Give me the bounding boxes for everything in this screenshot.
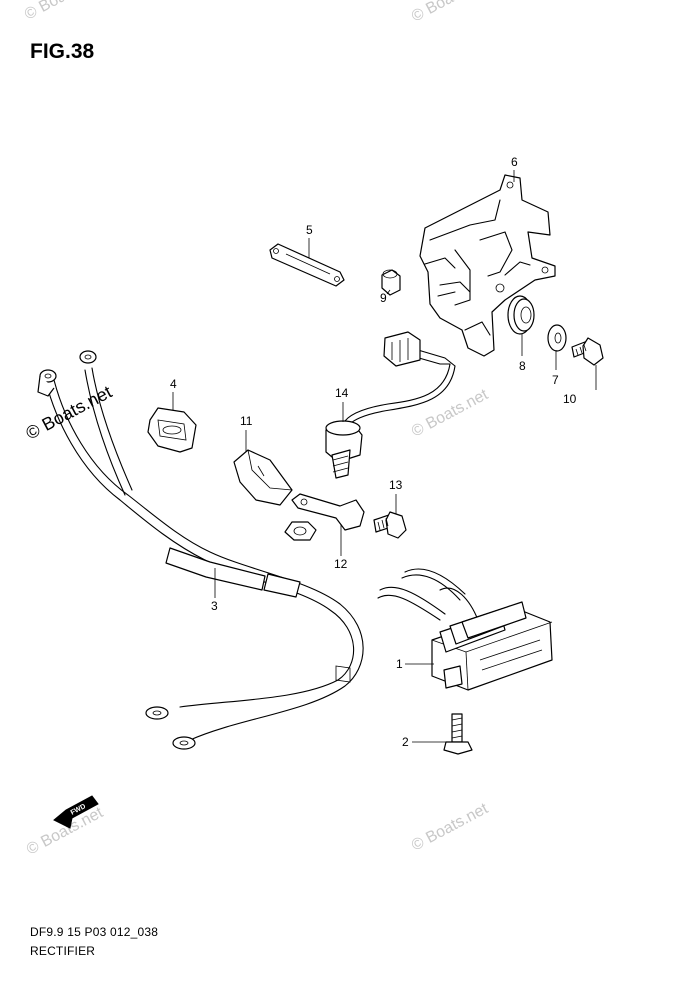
callout-4: 4 bbox=[170, 377, 177, 391]
figure-code: DF9.9 15 P03 012_038 bbox=[30, 925, 159, 939]
figure-title: FIG.38 bbox=[30, 40, 95, 63]
part-2-bolt bbox=[443, 713, 473, 755]
figure-name: RECTIFIER bbox=[30, 944, 96, 958]
callout-6: 6 bbox=[511, 155, 518, 169]
part-5-strap bbox=[269, 243, 345, 287]
callout-1: 1 bbox=[396, 657, 403, 671]
callout-3: 3 bbox=[211, 599, 218, 613]
callout-8: 8 bbox=[519, 359, 526, 373]
callout-5: 5 bbox=[306, 223, 313, 237]
callout-7: 7 bbox=[552, 373, 559, 387]
watermark-top-left: © Boats.net bbox=[22, 0, 104, 24]
callout-14: 14 bbox=[335, 386, 349, 400]
callout-12: 12 bbox=[334, 557, 348, 571]
callout-10: 10 bbox=[563, 392, 577, 406]
part-13-bolt bbox=[373, 511, 407, 539]
part-3-harness bbox=[37, 350, 364, 750]
part-4-grommet bbox=[147, 407, 197, 453]
callout-9: 9 bbox=[380, 291, 387, 305]
part-12-plate bbox=[284, 493, 365, 541]
callout-2: 2 bbox=[402, 735, 409, 749]
callout-11: 11 bbox=[240, 414, 253, 428]
callout-13: 13 bbox=[389, 478, 403, 492]
part-10-bolt bbox=[571, 337, 604, 366]
part-8-grommet bbox=[507, 295, 535, 335]
watermark-mid-right: © Boats.net bbox=[409, 386, 491, 441]
watermarks: © Boats.net © Boats.net © Boats.net © Bo… bbox=[22, 0, 491, 859]
callouts: 1 2 3 4 5 6 7 8 9 10 11 12 13 14 bbox=[170, 155, 597, 749]
part-9-cap bbox=[381, 269, 401, 296]
part-1-rectifier bbox=[377, 568, 553, 691]
part-11-bracket bbox=[233, 449, 293, 506]
watermark-top-right: © Boats.net bbox=[409, 0, 491, 26]
part-6-bracket bbox=[419, 174, 556, 357]
watermark-bottom-right: © Boats.net bbox=[409, 800, 491, 855]
part-14-switch bbox=[325, 331, 456, 479]
part-7-washer bbox=[547, 324, 567, 352]
